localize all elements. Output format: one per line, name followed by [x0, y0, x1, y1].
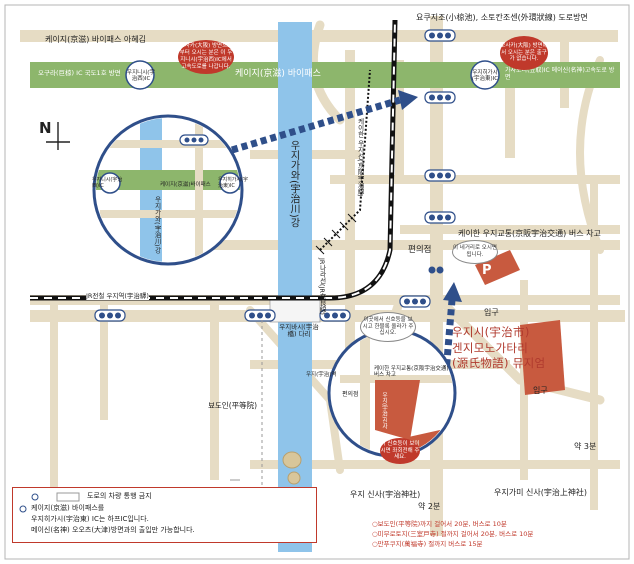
label-convenience-store: 편의점 [408, 245, 432, 255]
note-1: ○보도인(平等院)까지 걸어서 20분, 버스로 10분 [372, 520, 507, 528]
inset2-bus: 케이한 우지교통(京阪宇治交通) 버스 차고 [374, 366, 449, 379]
label-byodoin: 뵤도인(平等院) [208, 401, 258, 410]
inset2-uji-station: 우지(宇治)역 [306, 372, 337, 378]
label-approx-2min: 약 2분 [418, 502, 441, 511]
museum-line-3: (源氏物語) 뮤지엄 [452, 356, 546, 371]
label-jr-uji-station: JR전철 우지역(宇治驛) [86, 292, 149, 301]
note-3: ○만푸쿠지(萬福寺) 절까지 버스로 15분 [372, 540, 483, 549]
bubble-conv-note: 이 네거리로 오시면 됩니다. [452, 240, 498, 264]
signal-lights [99, 32, 451, 319]
label-keiji-bypass: 케이지(京滋) 바이패스 [235, 69, 321, 79]
uji-bridge [269, 299, 321, 323]
compass-rose [46, 122, 70, 150]
note-2: ○미무로토지(三室戸寺) 절까지 걸어서 20분, 버스로 10분 [372, 530, 534, 539]
inset1-ic-right: 우지히가시(宇治東)IC [218, 177, 248, 189]
label-approx-3min: 약 3분 [574, 442, 597, 451]
inset-circle-1 [92, 114, 244, 266]
parking-icon: P [482, 263, 492, 278]
compass-n: N [39, 119, 52, 137]
hatch-lines [230, 320, 263, 500]
inset2-shrine: 우지(宇治)신사 [381, 392, 388, 430]
label-ic-left: 우지니시(宇治西)IC [127, 70, 155, 83]
jr-railway [30, 19, 398, 301]
legend-box: 도로의 차량 통행 금지 케이지(京滋) 바이패스를 우지히가시(宇治東) IC… [12, 487, 317, 543]
legend-row-1: 도로의 차량 통행 금지 [87, 492, 152, 500]
label-keihan-bus-stop: 케이한 우지교통(京阪宇治交通) 버스 차고 [458, 229, 601, 238]
museum-label: 우지시(宇治市) 겐지모노가타리 (源氏物語) 뮤지엄 [452, 325, 556, 372]
museum-buildings [475, 250, 565, 395]
inset1-uji-river: 우지가와(宇治川)강 [153, 196, 162, 254]
inset1-ic: 우지니시(宇治西)IC [92, 177, 123, 189]
museum-line-2: 겐지모노가타리 [452, 340, 529, 355]
bubble-top-right: 오사카(大阪) 방면에서 오시는 분은 출구가 없습니다. [500, 36, 548, 70]
label-jr-nara-line: JR나라선(JR奈良線) [318, 258, 327, 315]
label-entrance-2: 입구 [533, 386, 548, 395]
label-uji-bridge: 우지바시(宇治橋) 다리 [279, 323, 319, 339]
keihan-line [319, 69, 371, 251]
museum-line-1: 우지시(宇治市) [452, 325, 530, 339]
keihan-ties [315, 213, 357, 255]
label-top-road: 요쿠지조(小椋池), 소토칸조센(外環狀線) 도로방면 [416, 13, 588, 22]
label-ujigami-shrine: 우지가미 신사(宇治上神社) [494, 488, 587, 497]
legend-symbols [19, 492, 80, 513]
label-ic-right: 우지히가시(宇治東)IC [471, 70, 499, 83]
legend-row-3: 우지히가시(宇治東) IC는 하프IC입니다. [31, 515, 149, 523]
label-uji-shrine: 우지 신사(宇治神社) [350, 490, 421, 499]
bubble-top-left: 오사카(大阪) 방면으로부터 오시는 분은 이 우지니시(宇治西)IC에서 고속… [178, 40, 234, 74]
access-notes: ○보도인(平等院)까지 걸어서 20분, 버스로 10분 ○미무로토지(三室戸寺… [372, 519, 533, 549]
inset1-bypass: 케이지(京滋)바이패스 [160, 182, 211, 188]
inset-circle-2 [327, 328, 457, 458]
bubble-inset-note: 이곳에서 신호등을 보시고 한블록 올라가 주십시오. [360, 312, 416, 342]
label-keihan-line: 케이한 우지선(京阪宇治線) [356, 118, 365, 197]
legend-row-2: 케이지(京滋) 바이패스를 [31, 504, 105, 512]
bubble-inset-2: 이 신호등이 보이시면 좌회전해 주세요. [380, 438, 420, 464]
label-kasatori-ic: 가사토리(笠取)IC 메이신(名神)고속도로 방면 [505, 67, 615, 81]
label-ogura-ic: 오구라(巨椋) IC 국도1호 방면 [38, 69, 121, 77]
label-entrance-1: 입구 [484, 308, 499, 317]
ic-roundabouts [99, 60, 500, 194]
inset2-conv: 편의점 [342, 391, 359, 398]
legend-row-4: 메이신(名神) 오오츠(大津)방면과의 출입만 가능합니다. [31, 526, 195, 534]
label-uji-river: 우지가와(宇治川)강 [288, 140, 299, 228]
label-keiji-bypass-ashahi: 케이지(京滋) 바이패스 아혜김 [45, 35, 146, 44]
